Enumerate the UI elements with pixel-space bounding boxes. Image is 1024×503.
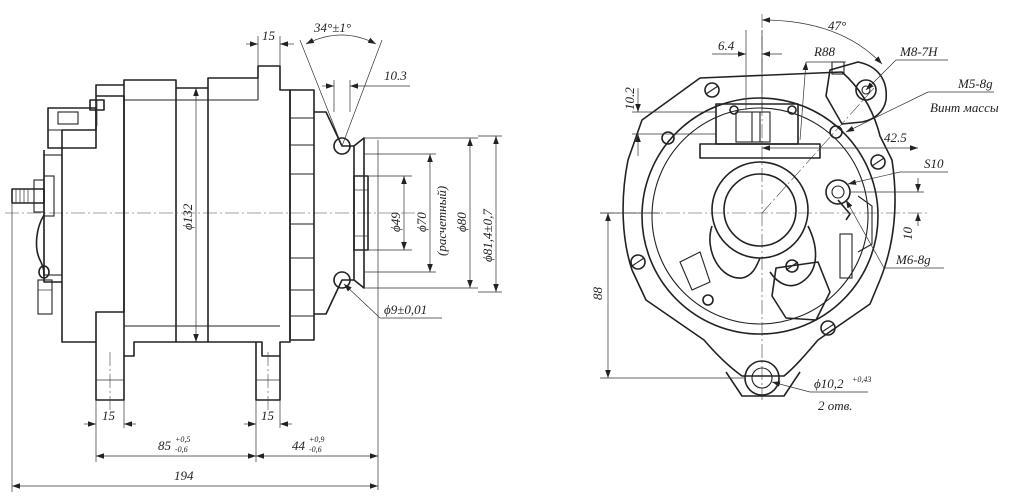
- dim-radius: R88: [813, 44, 835, 59]
- rear-cover: [11, 84, 125, 343]
- dim-vert-offset: 10.2: [622, 87, 637, 110]
- m8-terminal: [825, 61, 887, 125]
- dim-calc-note: (расчетный): [434, 186, 449, 256]
- end-housing: [622, 71, 896, 397]
- dim-top-offset: 6.4: [718, 38, 735, 53]
- dim-hole-count: 2 отв.: [818, 398, 853, 413]
- dim-small-offset: 10: [900, 227, 915, 241]
- housing-screws: [630, 82, 886, 336]
- stator-housing: [123, 65, 291, 357]
- dim-small-thread: M6-8g: [895, 252, 931, 267]
- dim-end-angle: 47°: [828, 18, 846, 33]
- side-view-dimensions: 15 34°±1° 10.3 ϕ132 ϕ49 ϕ70 (расч: [11, 20, 502, 492]
- dim-calc-dia: ϕ70: [414, 212, 429, 232]
- dim-body-dia: ϕ132: [180, 203, 195, 230]
- dim-len-85-tol-up: +0,5: [175, 435, 190, 444]
- side-view: 15 34°±1° 10.3 ϕ132 ϕ49 ϕ70 (расч: [5, 20, 502, 492]
- dim-foot-right: 15: [261, 408, 275, 423]
- terminal-stud: [11, 175, 55, 217]
- dim-len-85: 85: [158, 438, 172, 453]
- dim-foot-left: 15: [102, 408, 116, 423]
- dim-groove: 10.3: [384, 68, 407, 83]
- dim-horiz-offset: 42.5: [884, 130, 907, 145]
- dim-top-flange: 15: [262, 28, 276, 43]
- bearing-boss: [679, 161, 817, 291]
- rectifier-parts: [771, 195, 873, 321]
- dim-len-85-tol-dn: -0,6: [175, 445, 188, 454]
- dim-outer-dia: ϕ81,4±0,7: [480, 209, 495, 262]
- dim-len-44-tol-up: +0,9: [309, 435, 324, 444]
- dim-bore-dia: ϕ49: [388, 212, 403, 232]
- dim-ground-label: Винт массы: [930, 100, 999, 115]
- dim-len-44: 44: [292, 438, 306, 453]
- regulator-block: [699, 103, 821, 159]
- end-view: 6.4 47° R88 M8-7H M5-8g Винт массы 10.2: [590, 14, 999, 413]
- end-view-dimensions: 6.4 47° R88 M8-7H M5-8g Винт массы 10.2: [590, 17, 999, 413]
- cooling-fan: [289, 89, 315, 341]
- dim-thread-main: M8-7H: [899, 44, 938, 59]
- dim-hole-dia: ϕ10,2: [814, 376, 844, 391]
- dim-height: 88: [590, 287, 605, 301]
- dim-len-44-tol-dn: -0,6: [309, 445, 322, 454]
- mounting-feet: [95, 342, 281, 410]
- dim-ground-thread: M5-8g: [957, 76, 993, 91]
- dim-angle: 34°±1°: [313, 20, 351, 35]
- dim-total-len: 194: [174, 468, 194, 483]
- dim-ball-dia: ϕ9±0,01: [384, 302, 427, 317]
- dim-pulley-dia: ϕ80: [454, 212, 469, 232]
- dim-wrench: S10: [924, 156, 944, 171]
- dim-hole-tol: +0,43: [852, 375, 871, 384]
